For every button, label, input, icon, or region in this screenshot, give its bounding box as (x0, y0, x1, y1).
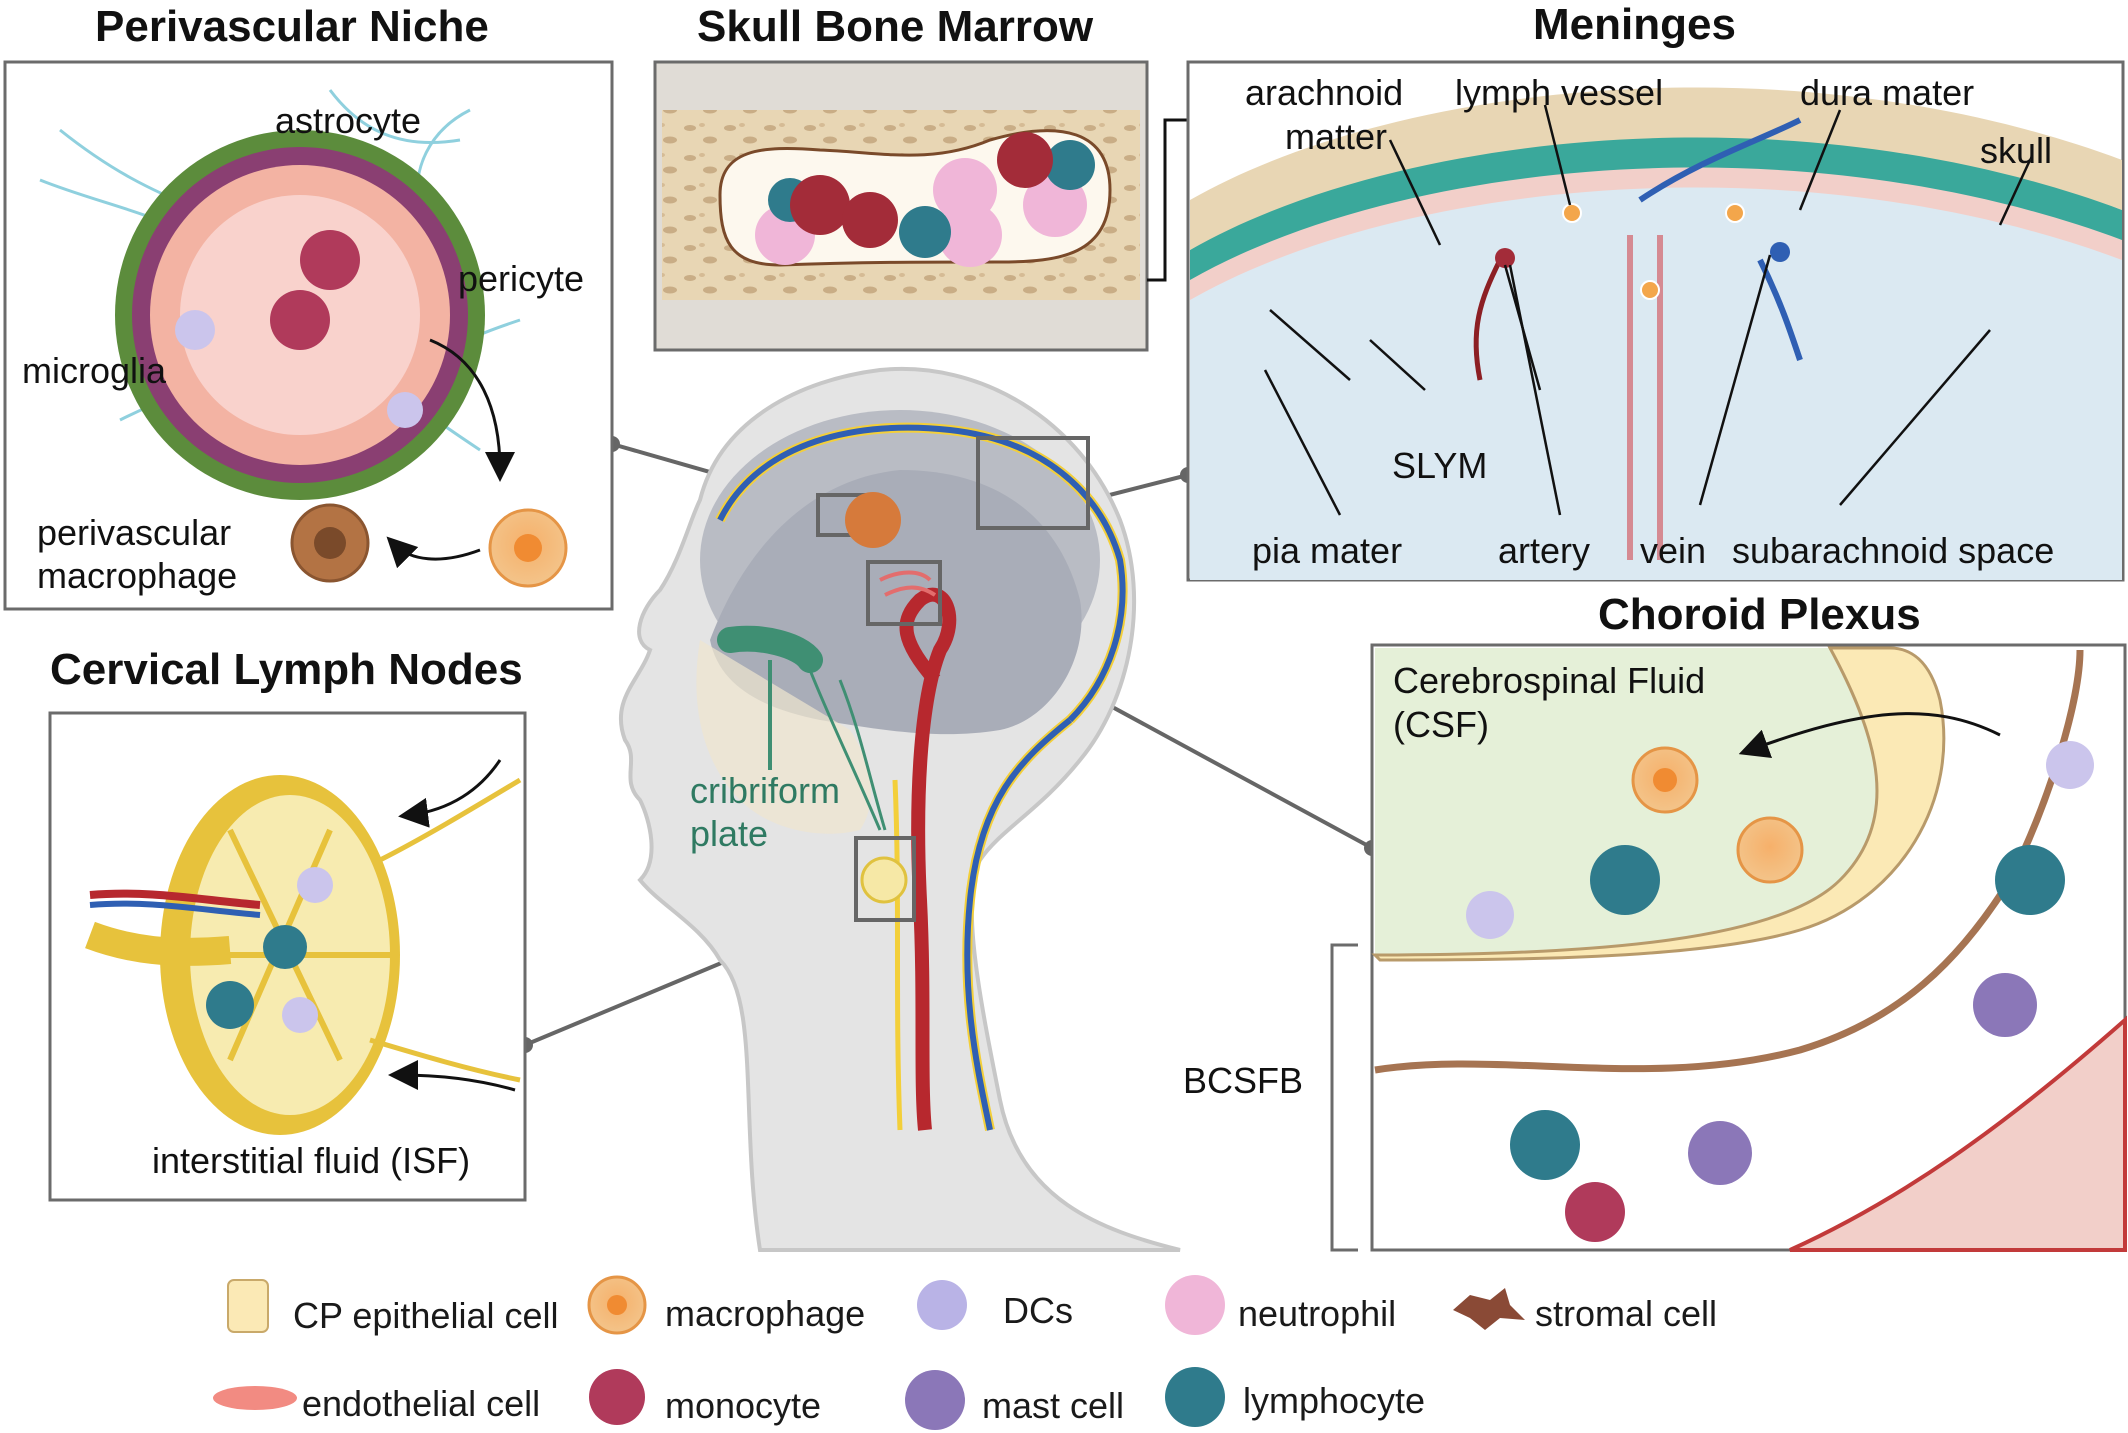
perivascular-art (3, 60, 614, 611)
legend-monocyte: monocyte (665, 1385, 822, 1426)
head-illustration (618, 366, 1181, 1252)
cp-epithelial-cell-icon (227, 1279, 269, 1333)
endothelial-cell-icon (213, 1386, 297, 1410)
lymphocyte-icon (1165, 1367, 1225, 1427)
bcsfb-bracket (1330, 943, 1358, 1252)
choroid-title: Choroid Plexus (1598, 590, 1921, 639)
csf-label-2: (CSF) (1393, 704, 1489, 745)
skull-label: skull (1980, 130, 2053, 171)
lymph-nodes-title: Cervical Lymph Nodes (50, 645, 523, 694)
meninges-art (1186, 60, 2125, 582)
legend-dcs: DCs (1003, 1290, 1073, 1331)
legend-lymphocyte: lymphocyte (1243, 1380, 1426, 1421)
neutrophil-icon (1165, 1275, 1225, 1335)
microglia-label: microglia (22, 350, 167, 391)
pvm-label-1: perivascular (37, 512, 232, 553)
dura-label: dura mater (1800, 72, 1975, 113)
mast-cell-icon (905, 1370, 965, 1430)
pvm-label-2: macrophage (37, 555, 238, 596)
perivascular-title: Perivascular Niche (95, 2, 489, 51)
legend-neutrophil: neutrophil (1238, 1293, 1397, 1334)
astrocyte-label: astrocyte (275, 100, 422, 141)
slym-label: SLYM (1392, 445, 1488, 486)
isf-label: interstitial fluid (ISF) (152, 1140, 471, 1181)
monocyte-icon (589, 1369, 645, 1425)
subarachnoid-label: subarachnoid space (1732, 530, 2055, 571)
cribriform-label-2: plate (690, 813, 769, 854)
legend-icons (213, 1275, 1525, 1430)
arachnoid-label-2: matter (1285, 116, 1388, 157)
dendritic-cell-icon (917, 1280, 967, 1330)
lymph-node-art (48, 711, 527, 1202)
pericyte-label: pericyte (458, 258, 585, 299)
marrow-title: Skull Bone Marrow (697, 2, 1094, 51)
marrow-arrow (1147, 118, 1190, 282)
vein-label: vein (1640, 530, 1707, 571)
stromal-cell-icon (1453, 1288, 1525, 1330)
artery-label: artery (1498, 530, 1591, 571)
cribriform-label-1: cribriform (690, 770, 840, 811)
legend-mast: mast cell (982, 1385, 1125, 1426)
choroid-plexus-art (1370, 643, 2127, 1252)
marrow-art (653, 60, 1149, 352)
lymph-vessel-label: lymph vessel (1455, 72, 1664, 113)
legend-endothelial: endothelial cell (302, 1383, 541, 1424)
legend-cp-epithelial: CP epithelial cell (293, 1295, 559, 1336)
arachnoid-label-1: arachnoid (1245, 72, 1404, 113)
csf-label-1: Cerebrospinal Fluid (1393, 660, 1706, 701)
legend-stromal: stromal cell (1535, 1293, 1718, 1334)
bcsfb-label: BCSFB (1183, 1060, 1304, 1101)
pia-label: pia mater (1252, 530, 1403, 571)
meninges-title: Meninges (1533, 0, 1736, 49)
legend-macrophage: macrophage (665, 1293, 866, 1334)
